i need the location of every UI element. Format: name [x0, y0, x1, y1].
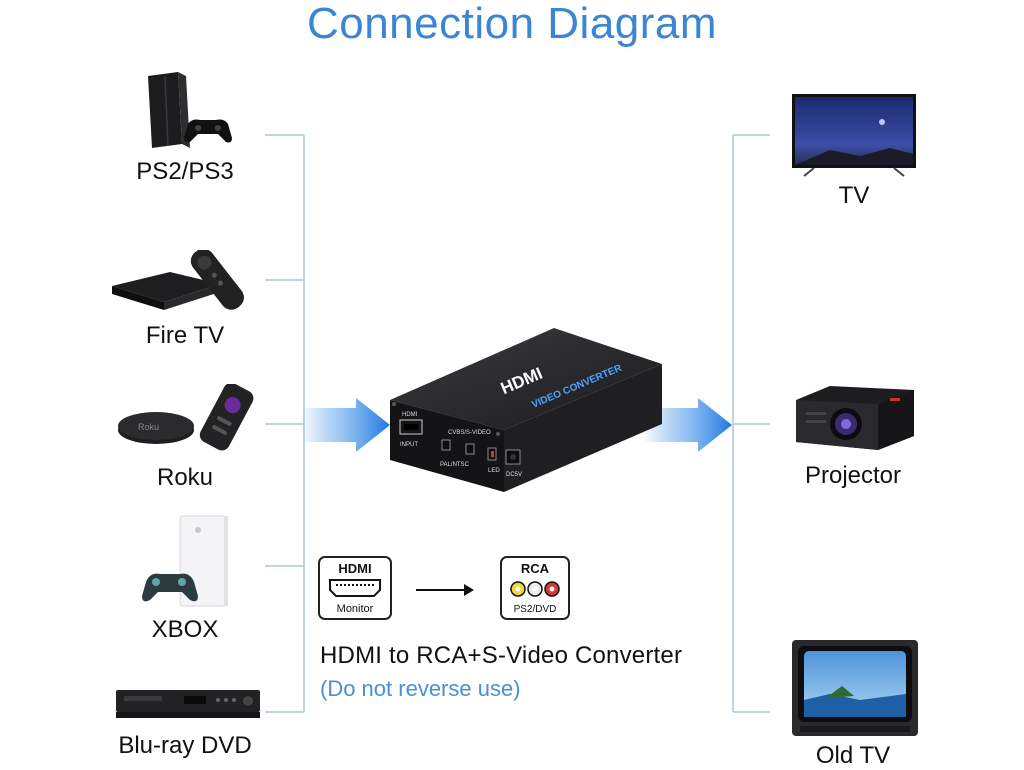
source-label-bluray: Blu-ray DVD [118, 732, 252, 759]
port-led-label: LED [488, 468, 500, 474]
svg-text:Roku: Roku [138, 422, 159, 432]
hdmi-icon-title: HDMI [338, 561, 371, 576]
tv-icon [790, 92, 918, 185]
projector-icon [790, 380, 920, 461]
ps3-console-icon [140, 72, 240, 157]
output-label-tv: TV [838, 182, 870, 209]
old-tv-icon [790, 638, 920, 743]
rca-icon-caption: PS2/DVD [514, 604, 557, 615]
hdmi-to-video-converter-icon: HDMI VIDEO CONVERTER HDMI INPUT CVBS/S-V… [384, 320, 670, 505]
source-label-firetv: Fire TV [145, 322, 225, 349]
conversion-arrow-icon [416, 584, 474, 596]
source-label-ps: PS2/PS3 [136, 158, 234, 185]
port-input-label: INPUT [400, 442, 418, 448]
output-arrow [642, 398, 732, 452]
hdmi-icon-caption: Monitor [337, 603, 374, 615]
port-hdmi-label: HDMI [402, 412, 418, 418]
usage-note: (Do not reverse use) [320, 676, 521, 701]
port-cvbs-label: CVBS/S-VIDEO [448, 430, 491, 436]
port-dc-label: DC5V [506, 472, 522, 478]
port-palntsc-label: PAL/NTSC [440, 462, 470, 468]
input-arrow [300, 398, 390, 452]
bluray-player-icon [114, 686, 264, 731]
fire-tv-device-icon [108, 248, 268, 325]
xbox-console-icon [140, 512, 240, 617]
diagram-title: Connection Diagram [306, 0, 718, 48]
source-label-xbox: XBOX [151, 616, 219, 643]
output-label-oldtv: Old TV [815, 742, 891, 769]
rca-icon-title: RCA [521, 561, 550, 576]
converter-caption: HDMI to RCA+S-Video Converter [320, 642, 683, 669]
output-label-projector: Projector [804, 462, 902, 489]
hdmi-monitor-icon: HDMI Monitor [318, 556, 392, 625]
source-label-roku: Roku [156, 464, 214, 491]
rca-output-icon: RCA PS2/DVD [500, 556, 570, 625]
roku-device-icon: Roku [108, 382, 268, 461]
